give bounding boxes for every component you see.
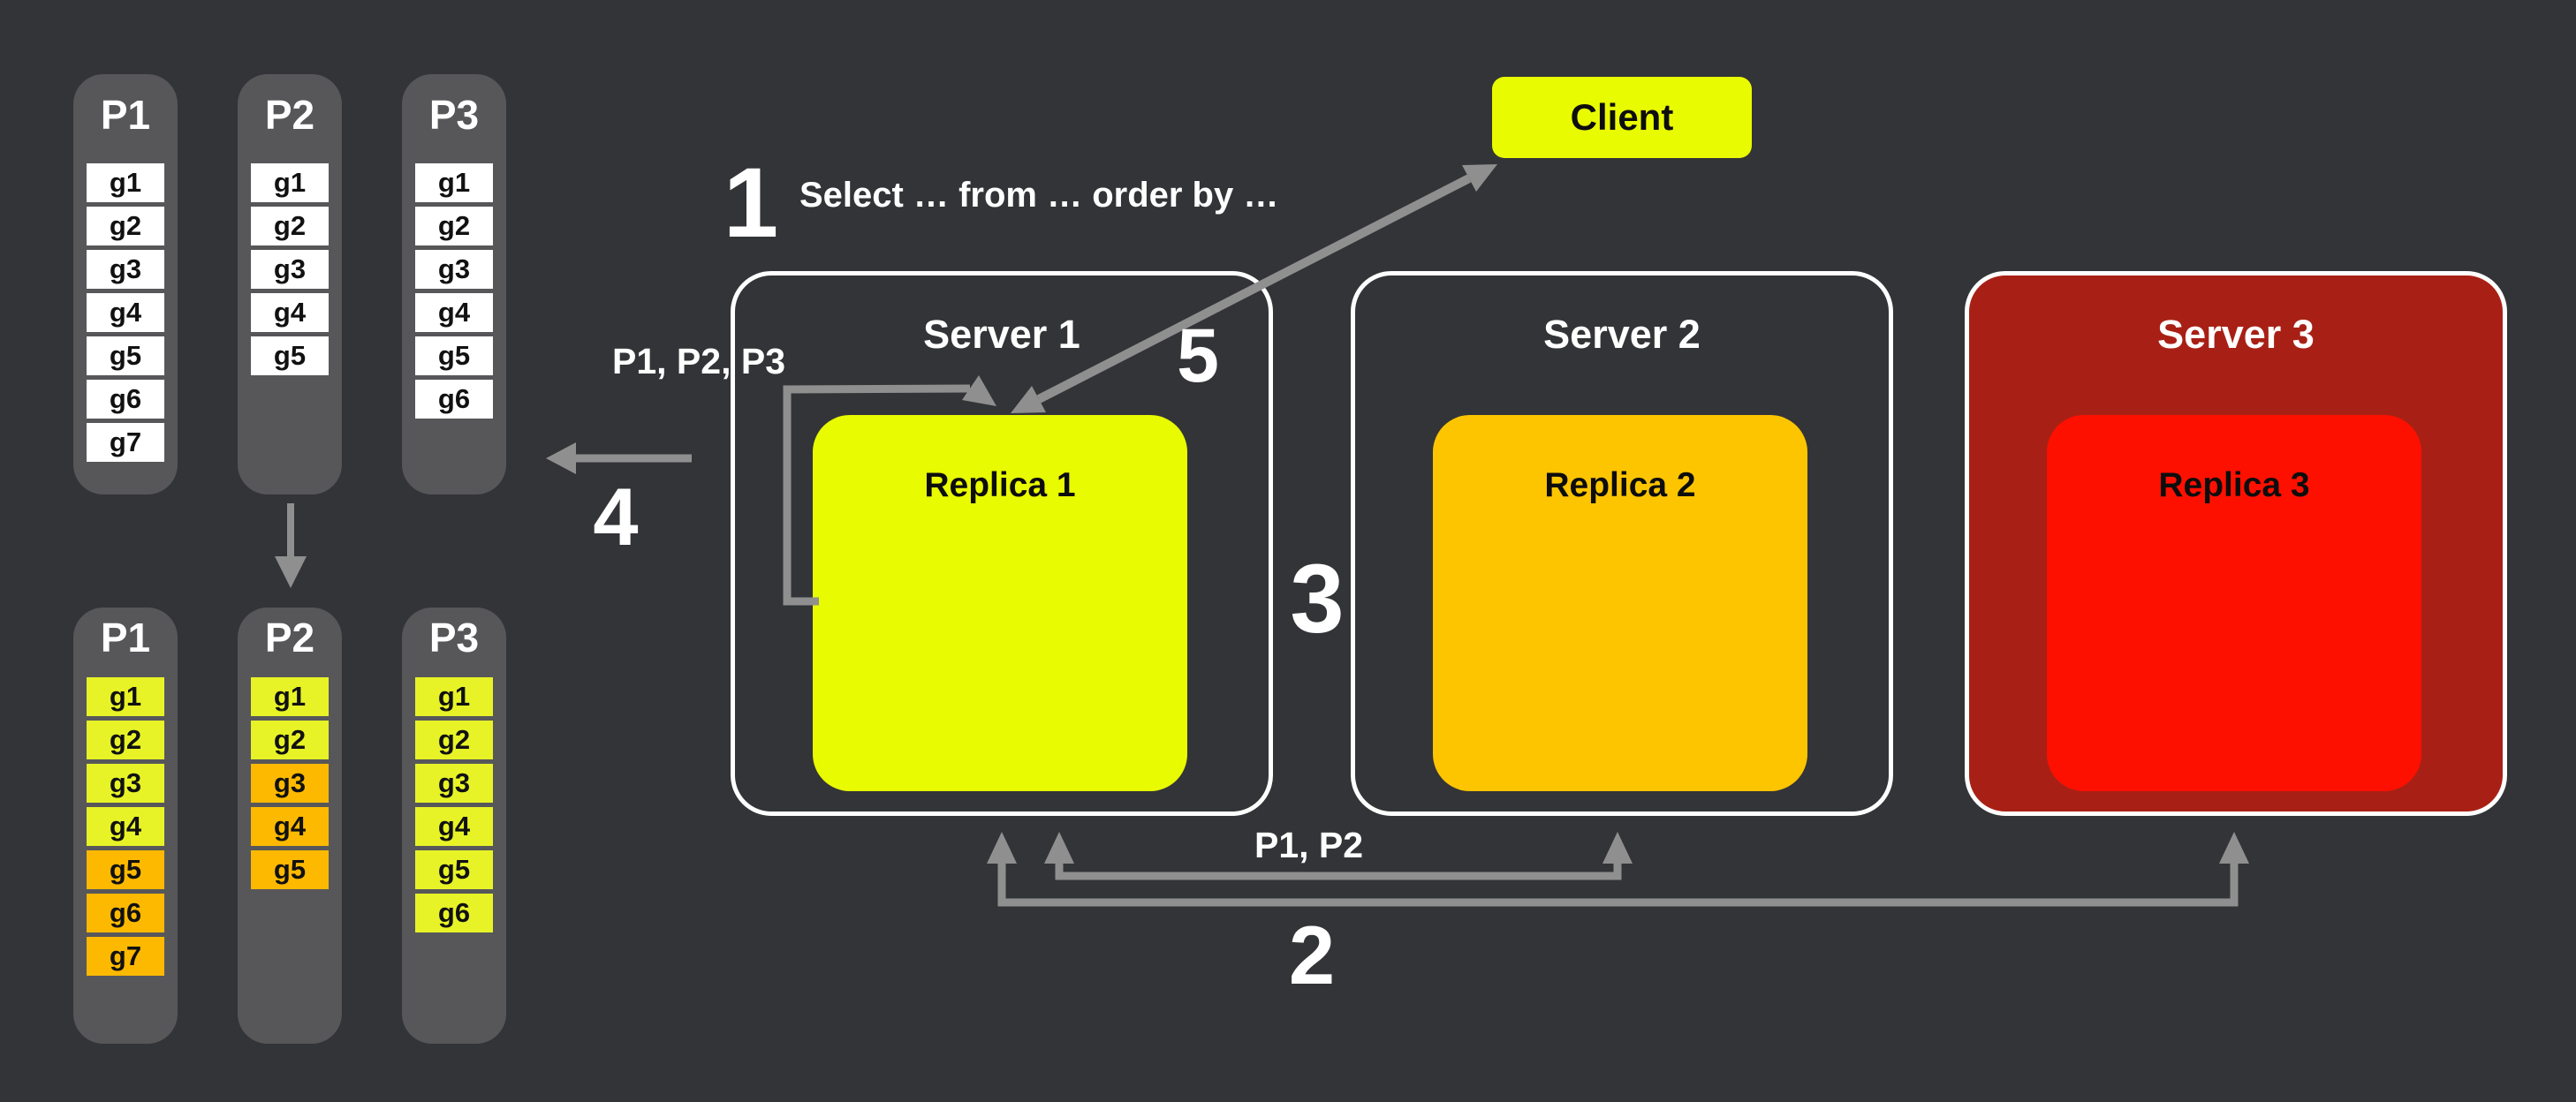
- server-3-title: Server 3: [2157, 312, 2315, 357]
- partition-item: g5: [251, 849, 329, 889]
- partition-item: g3: [87, 763, 164, 803]
- step4-arrow: [546, 442, 692, 474]
- partition-item: g3: [415, 763, 493, 803]
- replica-3-box: Replica 3: [2047, 415, 2421, 791]
- step-1-query-text: Select … from … order by …: [799, 176, 1279, 215]
- partition-item: g1: [415, 676, 493, 716]
- replica-2-label: Replica 2: [1544, 466, 1696, 504]
- partition-item: g2: [87, 720, 164, 759]
- partition-header: P2: [264, 92, 315, 138]
- partition-item: g1: [87, 676, 164, 716]
- fetch-partitions-label: P1, P2: [1254, 825, 1364, 865]
- partition-item: g6: [415, 379, 493, 419]
- partition-item: g5: [251, 336, 329, 375]
- step-3-number: 3: [1290, 545, 1345, 653]
- replica-1-label: Replica 1: [924, 466, 1076, 504]
- partition-item: g6: [415, 893, 493, 932]
- partition-header: P3: [428, 615, 480, 660]
- partition-item: g5: [415, 849, 493, 889]
- partition-item: g1: [251, 676, 329, 716]
- client-box: Client: [1492, 77, 1752, 158]
- partition-item: g2: [415, 206, 493, 245]
- partition-item: g5: [415, 336, 493, 375]
- down-arrow: [275, 503, 307, 588]
- partition-item: g5: [87, 336, 164, 375]
- bracket-server1-server3: [987, 832, 2249, 907]
- partition-item: g4: [251, 806, 329, 846]
- server-3-box: Server 3 Replica 3: [1965, 271, 2507, 816]
- partition-item: g1: [415, 162, 493, 202]
- partition-item: g3: [251, 763, 329, 803]
- partition-item: g4: [415, 806, 493, 846]
- partition-header: P1: [100, 615, 151, 660]
- partition-item: g7: [87, 422, 164, 462]
- step-5-number: 5: [1177, 313, 1219, 398]
- partition-item: g6: [87, 893, 164, 932]
- server-2-title: Server 2: [1543, 312, 1701, 357]
- server-2-box: Server 2 Replica 2: [1351, 271, 1893, 816]
- partition-item: g2: [87, 206, 164, 245]
- partition-item: g2: [251, 720, 329, 759]
- partition-item: g3: [87, 249, 164, 289]
- partition-item: g4: [251, 292, 329, 332]
- partition-item: g1: [251, 162, 329, 202]
- partition-header: P3: [428, 92, 480, 138]
- partition-item: g2: [251, 206, 329, 245]
- partition-item: g4: [87, 806, 164, 846]
- partition-header: P2: [264, 615, 315, 660]
- partition-item: g2: [415, 720, 493, 759]
- partition-item: g3: [251, 249, 329, 289]
- replica-2-box: Replica 2: [1433, 415, 1807, 791]
- step-1-number: 1: [723, 147, 779, 258]
- partition-item: g7: [87, 936, 164, 976]
- partition-item: g4: [415, 292, 493, 332]
- replica-1-box: Replica 1: [813, 415, 1187, 791]
- partition-header: P1: [100, 92, 151, 138]
- step-2-number: 2: [1288, 909, 1336, 1001]
- partition-item: g4: [87, 292, 164, 332]
- partition-item: g5: [87, 849, 164, 889]
- replica-3-label: Replica 3: [2158, 466, 2310, 504]
- loop-partitions-label: P1, P2, P3: [612, 341, 786, 381]
- partition-item: g6: [87, 379, 164, 419]
- partition-item: g3: [415, 249, 493, 289]
- partition-item: g1: [87, 162, 164, 202]
- step-4-number: 4: [593, 472, 639, 562]
